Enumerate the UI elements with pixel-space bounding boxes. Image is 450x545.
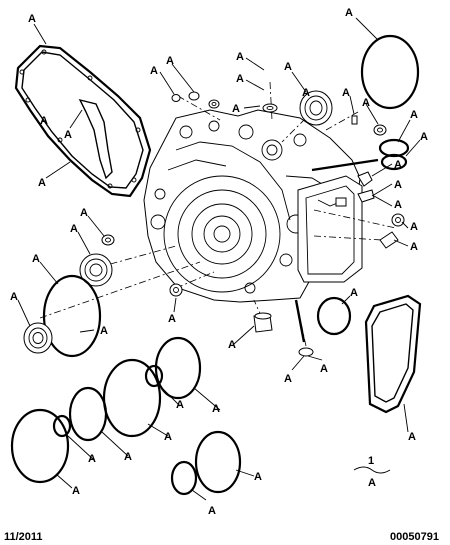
callout-40: A [302,87,310,99]
callout-23: A [10,291,18,303]
left-seal-parts [23,234,115,358]
right-mid-o-ring [316,296,352,336]
callout-37: A [254,471,262,483]
callout-22: A [32,253,40,265]
housing-gasket [14,44,152,198]
callout-33: A [124,451,132,463]
callout-35: A [72,485,80,497]
callout-19: A [38,177,46,189]
callout-20: A [80,207,88,219]
callout-3: A [236,73,244,85]
quantity-legend: 1 A [353,455,391,489]
callout-9: A [362,97,370,109]
callout-38: A [100,325,108,337]
callout-30: A [212,403,220,415]
callout-10: A [410,109,418,121]
callout-15: A [410,221,418,233]
leader-lines-heavy [294,158,379,343]
transmission-casing [143,109,363,303]
callout-34: A [88,453,96,465]
callout-1: A [345,7,353,19]
callout-32: A [164,431,172,443]
legend-quantity: 1 [368,455,374,467]
bracket-strip [78,98,113,180]
callout-16: A [410,241,418,253]
callout-6: A [166,55,174,67]
large-o-ring-top-right [360,34,420,110]
callout-12: A [394,159,402,171]
footer-date: 11/2011 [4,531,43,543]
callout-36: A [208,505,216,517]
callout-8: A [342,87,350,99]
callout-18: A [64,129,72,141]
callout-24: A [168,313,176,325]
callout-25: A [228,339,236,351]
callout-leaders [17,17,421,501]
callout-11: A [420,131,428,143]
callout-28: A [320,363,328,375]
callout-26: A [350,287,358,299]
legend-letter: A [368,477,376,489]
callout-13: A [394,179,402,191]
callout-7: A [232,103,240,115]
callout-14: A [394,199,402,211]
callout-2: A [236,51,244,63]
callout-27: A [284,373,292,385]
callout-39: A [40,115,48,127]
oil-pan-gasket [364,294,422,414]
footer-reference: 00050791 [390,531,439,543]
callout-5: A [150,65,158,77]
center-bottom-small-parts [169,283,314,357]
callout-4: A [284,61,292,73]
right-fittings [357,171,405,249]
bottom-o-ring-set [10,336,242,496]
callout-21: A [70,223,78,235]
callout-17: A [28,13,36,25]
callout-31: A [176,399,184,411]
right-small-o-rings [378,138,410,171]
top-small-parts [171,90,387,136]
callout-labels: A A A A A A A A A A A A A A A A A A A A … [10,7,428,517]
callout-29: A [408,431,416,443]
legend-tilde [353,466,391,474]
